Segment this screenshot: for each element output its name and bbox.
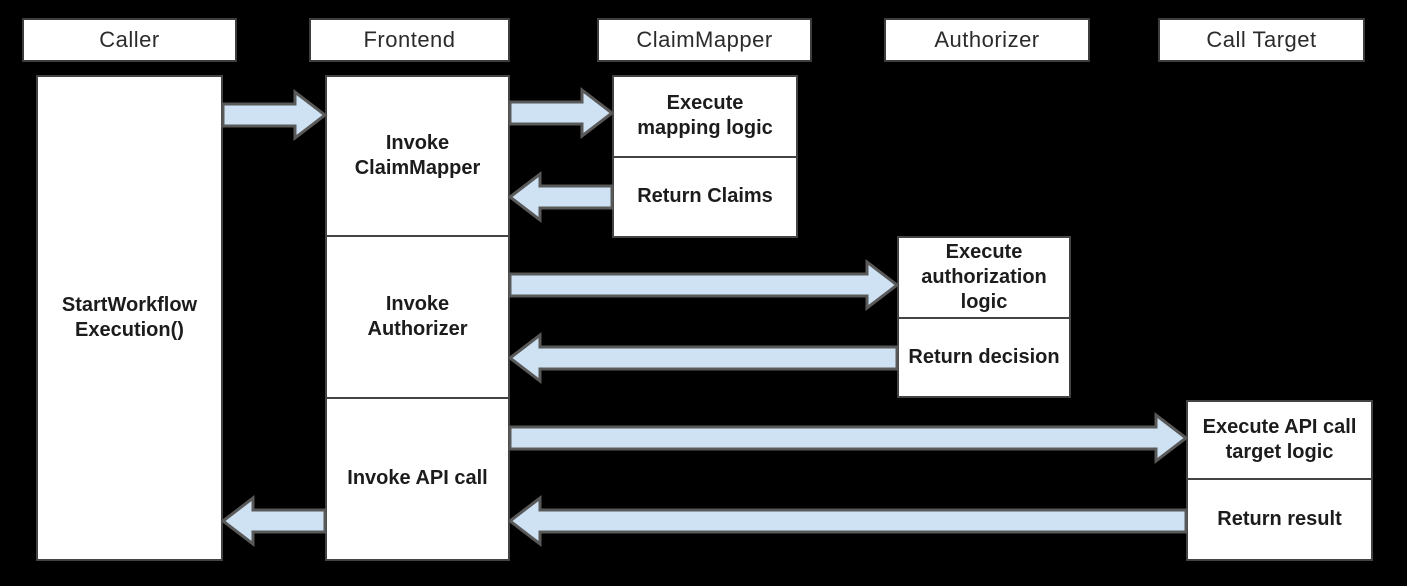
lane-header-caller: Caller — [22, 18, 237, 62]
call-target-activation-box: Execute API call target logic Return res… — [1186, 400, 1373, 561]
step-label: Invoke API call — [347, 467, 488, 490]
step-box-execute-api-call-target-logic: Execute API call target logic — [1188, 402, 1371, 478]
step-label: Execute authorization logic — [921, 240, 1047, 313]
arrow-frontend-to-call-target — [508, 411, 1189, 465]
arrow-frontend-to-claimmapper — [508, 86, 615, 140]
arrow-caller-to-frontend — [221, 88, 328, 142]
step-label: Return Claims — [637, 185, 773, 208]
caller-activation-box: StartWorkflow Execution() — [36, 75, 223, 561]
step-label: Return decision — [908, 345, 1060, 368]
step-box-execute-mapping-logic: Execute mapping logic — [614, 77, 796, 156]
step-box-startworkflowexecution: StartWorkflow Execution() — [38, 77, 221, 559]
step-label: Invoke ClaimMapper — [354, 132, 481, 180]
lane-header-call-target: Call Target — [1158, 18, 1365, 62]
arrow-frontend-to-authorizer — [508, 258, 900, 312]
frontend-activation-box: Invoke ClaimMapper Invoke Authorizer Inv… — [325, 75, 510, 561]
claimmapper-activation-box: Execute mapping logic Return Claims — [612, 75, 798, 238]
arrow-claimmapper-to-frontend — [507, 170, 614, 224]
arrow-call-target-to-frontend — [507, 494, 1188, 548]
lane-header-frontend: Frontend — [309, 18, 510, 62]
step-box-return-result: Return result — [1188, 478, 1371, 559]
step-box-invoke-claimmapper: Invoke ClaimMapper — [327, 77, 508, 235]
arrow-frontend-to-caller — [220, 494, 327, 548]
lane-header-authorizer: Authorizer — [884, 18, 1090, 62]
authorizer-activation-box: Execute authorization logic Return decis… — [897, 236, 1071, 398]
step-label: Execute mapping logic — [637, 92, 773, 140]
step-box-invoke-api-call: Invoke API call — [327, 396, 508, 559]
step-label: Invoke Authorizer — [367, 293, 468, 340]
arrow-authorizer-to-frontend — [507, 331, 899, 385]
step-label: StartWorkflow Execution() — [61, 294, 198, 341]
step-box-return-decision: Return decision — [899, 316, 1069, 396]
step-label: Return result — [1217, 508, 1342, 531]
step-box-invoke-authorizer: Invoke Authorizer — [327, 235, 508, 396]
step-box-execute-authorization-logic: Execute authorization logic — [899, 238, 1069, 317]
step-box-return-claims: Return Claims — [614, 155, 796, 236]
lane-header-claimmapper: ClaimMapper — [597, 18, 812, 62]
step-label: Execute API call target logic — [1202, 416, 1357, 464]
